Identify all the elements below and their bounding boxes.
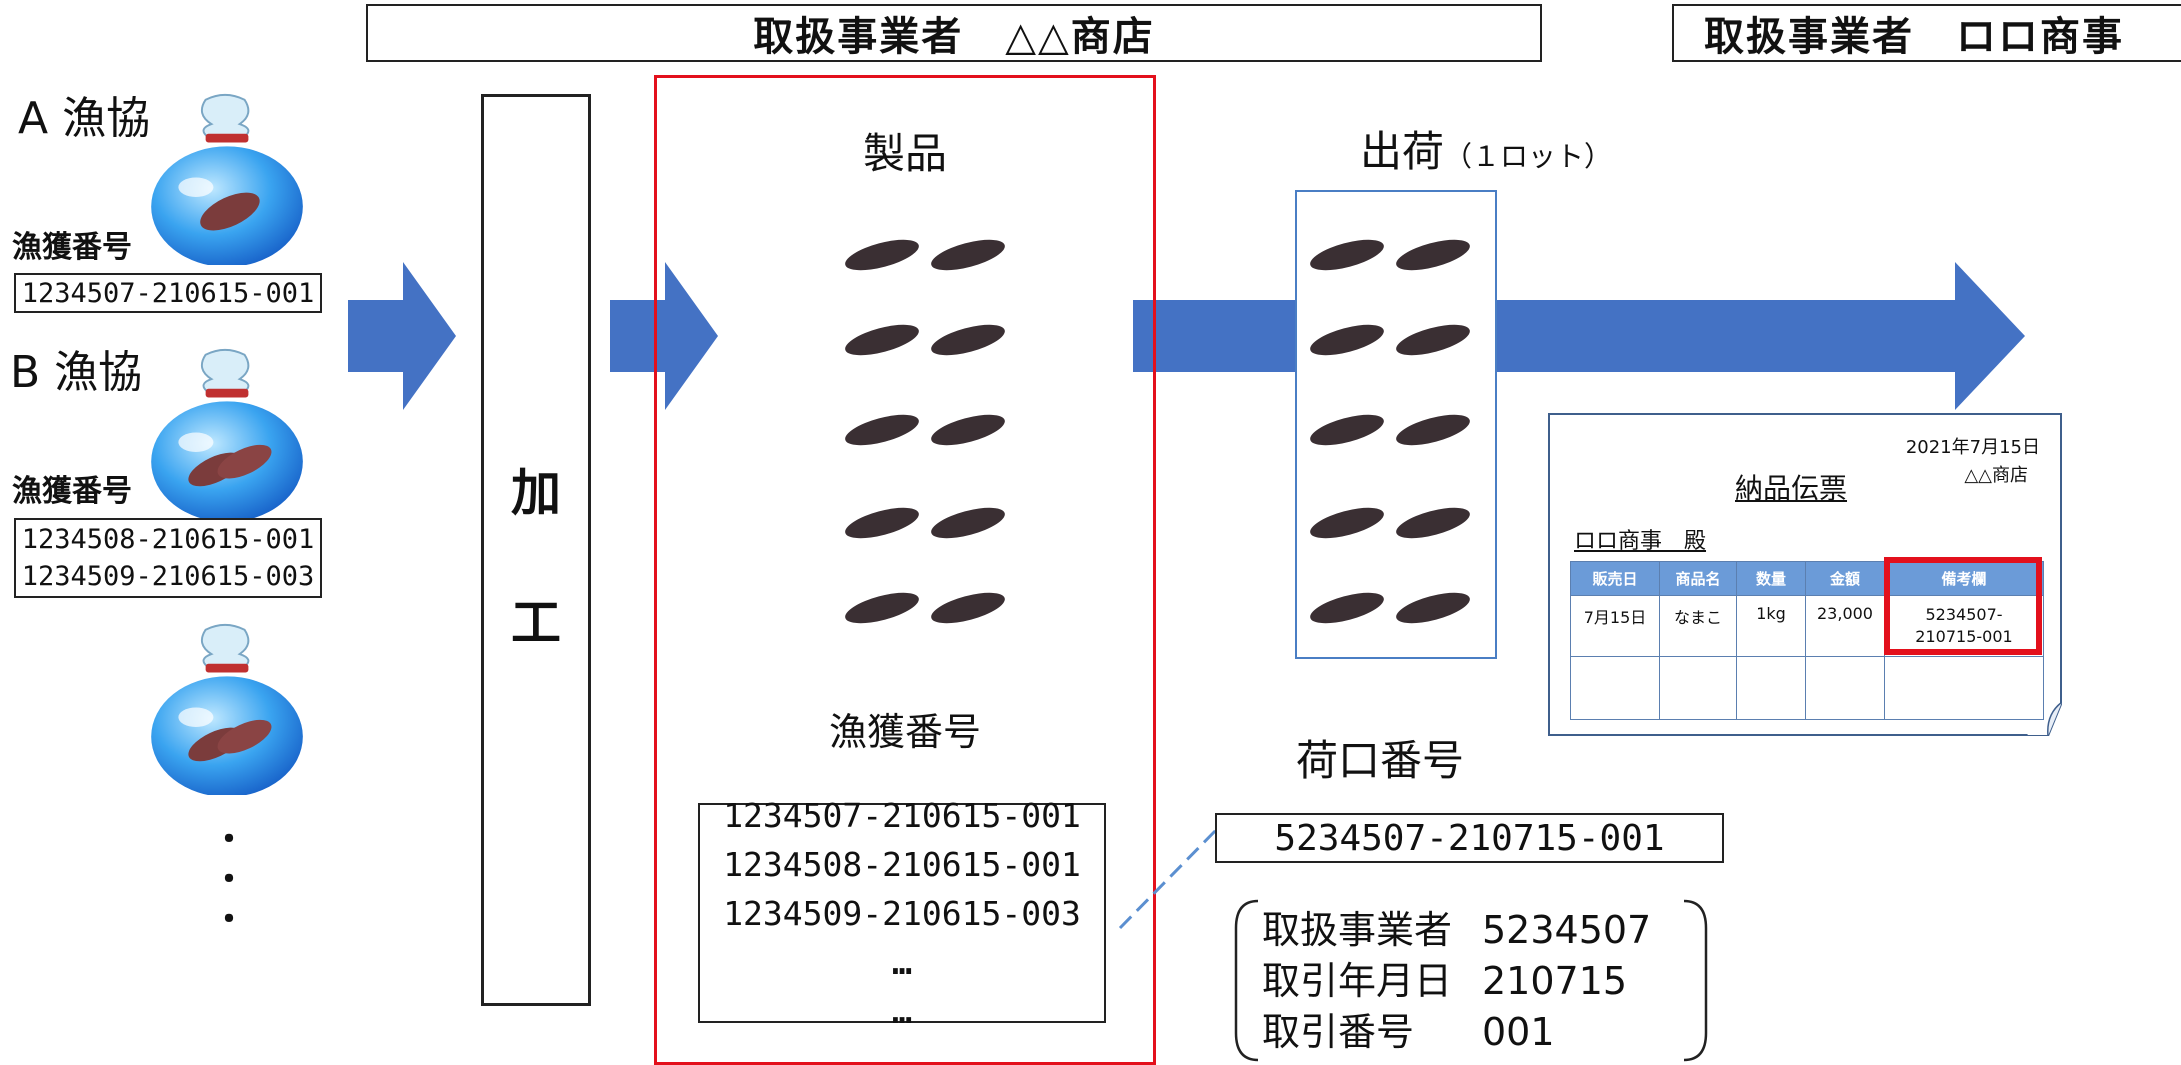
source-a-number: 1234507-210615-001 — [21, 277, 315, 309]
header-handler-left-text: 取扱事業者 △△商店 — [753, 14, 1155, 60]
invoice-col-header: 備考欄 — [1884, 561, 2044, 596]
table-row — [1570, 656, 2044, 720]
bag-icon — [145, 90, 310, 267]
invoice-cell — [1805, 656, 1885, 720]
lot-breakdown-row: 取引年月日 210715 — [1262, 956, 1651, 1007]
invoice-document: 2021年7月15日 △△商店 納品伝票 ロロ商事 殿 販売日 商品名 数量 金… — [1548, 413, 2062, 736]
product-number-2: 1234508-210615-001 — [723, 844, 1081, 884]
header-handler-left: 取扱事業者 △△商店 — [366, 4, 1542, 62]
lot-number-box: 5234507-210715-001 — [1215, 813, 1724, 863]
invoice-cell — [1570, 656, 1660, 720]
lot-breakdown-key: 取引番号 — [1262, 1010, 1415, 1054]
invoice-cell — [1659, 656, 1737, 720]
invoice-recipient: ロロ商事 殿 — [1574, 529, 1707, 554]
source-b-number-2: 1234509-210615-003 — [21, 561, 315, 592]
product-catch-label: 漁獲番号 — [828, 710, 981, 754]
table-row: 7月15日 なまこ 1kg 23,000 5234507- 210715-001 — [1570, 595, 2044, 657]
source-b-name: B 漁協 — [10, 347, 143, 398]
source-b-number-box: 1234508-210615-001 1234509-210615-003 — [14, 518, 322, 598]
invoice-cell — [1736, 656, 1806, 720]
lot-breakdown-row: 取扱事業者 5234507 — [1262, 905, 1651, 956]
product-title: 製品 — [862, 129, 947, 178]
invoice-table-header: 販売日 商品名 数量 金額 備考欄 — [1570, 561, 2044, 596]
shipment-subtitle: （１ロット） — [1444, 140, 1613, 173]
invoice-date: 2021年7月15日 — [1905, 437, 2040, 458]
processing-box: 加 工 — [481, 94, 591, 1006]
invoice-cell — [1884, 656, 2044, 720]
header-handler-right-text: 取扱事業者 ロロ商事 — [1704, 14, 2124, 60]
invoice-cell: 23,000 — [1805, 595, 1885, 657]
shipment-title-text: 出荷 — [1360, 127, 1445, 176]
invoice-col-header: 販売日 — [1570, 561, 1660, 596]
header-handler-right: 取扱事業者 ロロ商事 — [1672, 4, 2181, 62]
arrow-icon — [348, 262, 456, 410]
source-a-catch-label: 漁獲番号 — [12, 230, 132, 265]
bracket-right-icon — [1683, 899, 1708, 1062]
source-ellipsis: ・ ・ ・ — [212, 820, 246, 940]
sea-cucumber-group-icon — [1310, 239, 1470, 624]
arrow-icon — [610, 262, 718, 410]
source-b-catch-label: 漁獲番号 — [12, 474, 132, 509]
product-number-3: 1234509-210615-003 — [723, 893, 1081, 933]
lot-breakdown-value: 5234507 — [1482, 908, 1652, 952]
page-curl-icon — [2026, 702, 2062, 736]
bracket-left-icon — [1234, 899, 1259, 1062]
invoice-cell: なまこ — [1659, 595, 1737, 657]
shipment-title: 出荷（１ロット） — [1360, 118, 1612, 179]
invoice-col-header: 商品名 — [1659, 561, 1737, 596]
lot-breakdown: 取扱事業者 5234507 取引年月日 210715 取引番号 001 — [1262, 905, 1651, 1058]
sea-cucumber-group-icon — [845, 239, 1005, 624]
product-ellipsis-2: … — [892, 991, 912, 1031]
product-ellipsis-1: … — [892, 942, 912, 982]
lot-breakdown-value: 210715 — [1482, 959, 1628, 1003]
product-number-1: 1234507-210615-001 — [723, 795, 1081, 835]
invoice-col-header: 数量 — [1736, 561, 1806, 596]
shipment-arrow-icon — [1133, 262, 2025, 410]
lot-breakdown-key: 取引年月日 — [1262, 959, 1453, 1003]
bag-icon — [145, 345, 310, 522]
product-number-box: 1234507-210615-001 1234508-210615-001 12… — [698, 796, 1106, 1031]
invoice-cell: 5234507- 210715-001 — [1884, 595, 2044, 657]
invoice-cell: 1kg — [1736, 595, 1806, 657]
bag-icon — [145, 620, 310, 797]
source-a-name: A 漁協 — [18, 93, 151, 144]
lot-breakdown-row: 取引番号 001 — [1262, 1007, 1651, 1058]
invoice-col-header: 金額 — [1805, 561, 1885, 596]
lot-number: 5234507-210715-001 — [1274, 817, 1665, 859]
invoice-cell: 7月15日 — [1570, 595, 1660, 657]
processing-char-2: 工 — [511, 594, 561, 652]
lot-breakdown-key: 取扱事業者 — [1262, 908, 1453, 952]
product-box: 製品 漁獲番号 1234507-210615-001 1234508-21061… — [654, 75, 1156, 1065]
processing-char-1: 加 — [511, 464, 561, 522]
source-a-number-box: 1234507-210615-001 — [14, 273, 322, 313]
invoice-table: 販売日 商品名 数量 金額 備考欄 7月15日 なまこ 1kg 23,000 5… — [1570, 561, 2044, 720]
lot-label: 荷口番号 — [1296, 736, 1465, 785]
remarks-highlight — [1884, 557, 2042, 655]
invoice-title: 納品伝票 — [1735, 472, 1848, 505]
lot-breakdown-value: 001 — [1482, 1010, 1555, 1054]
source-b-number-1: 1234508-210615-001 — [21, 524, 315, 555]
connector-line — [1118, 824, 1222, 930]
invoice-issuer: △△商店 — [1964, 465, 2028, 486]
